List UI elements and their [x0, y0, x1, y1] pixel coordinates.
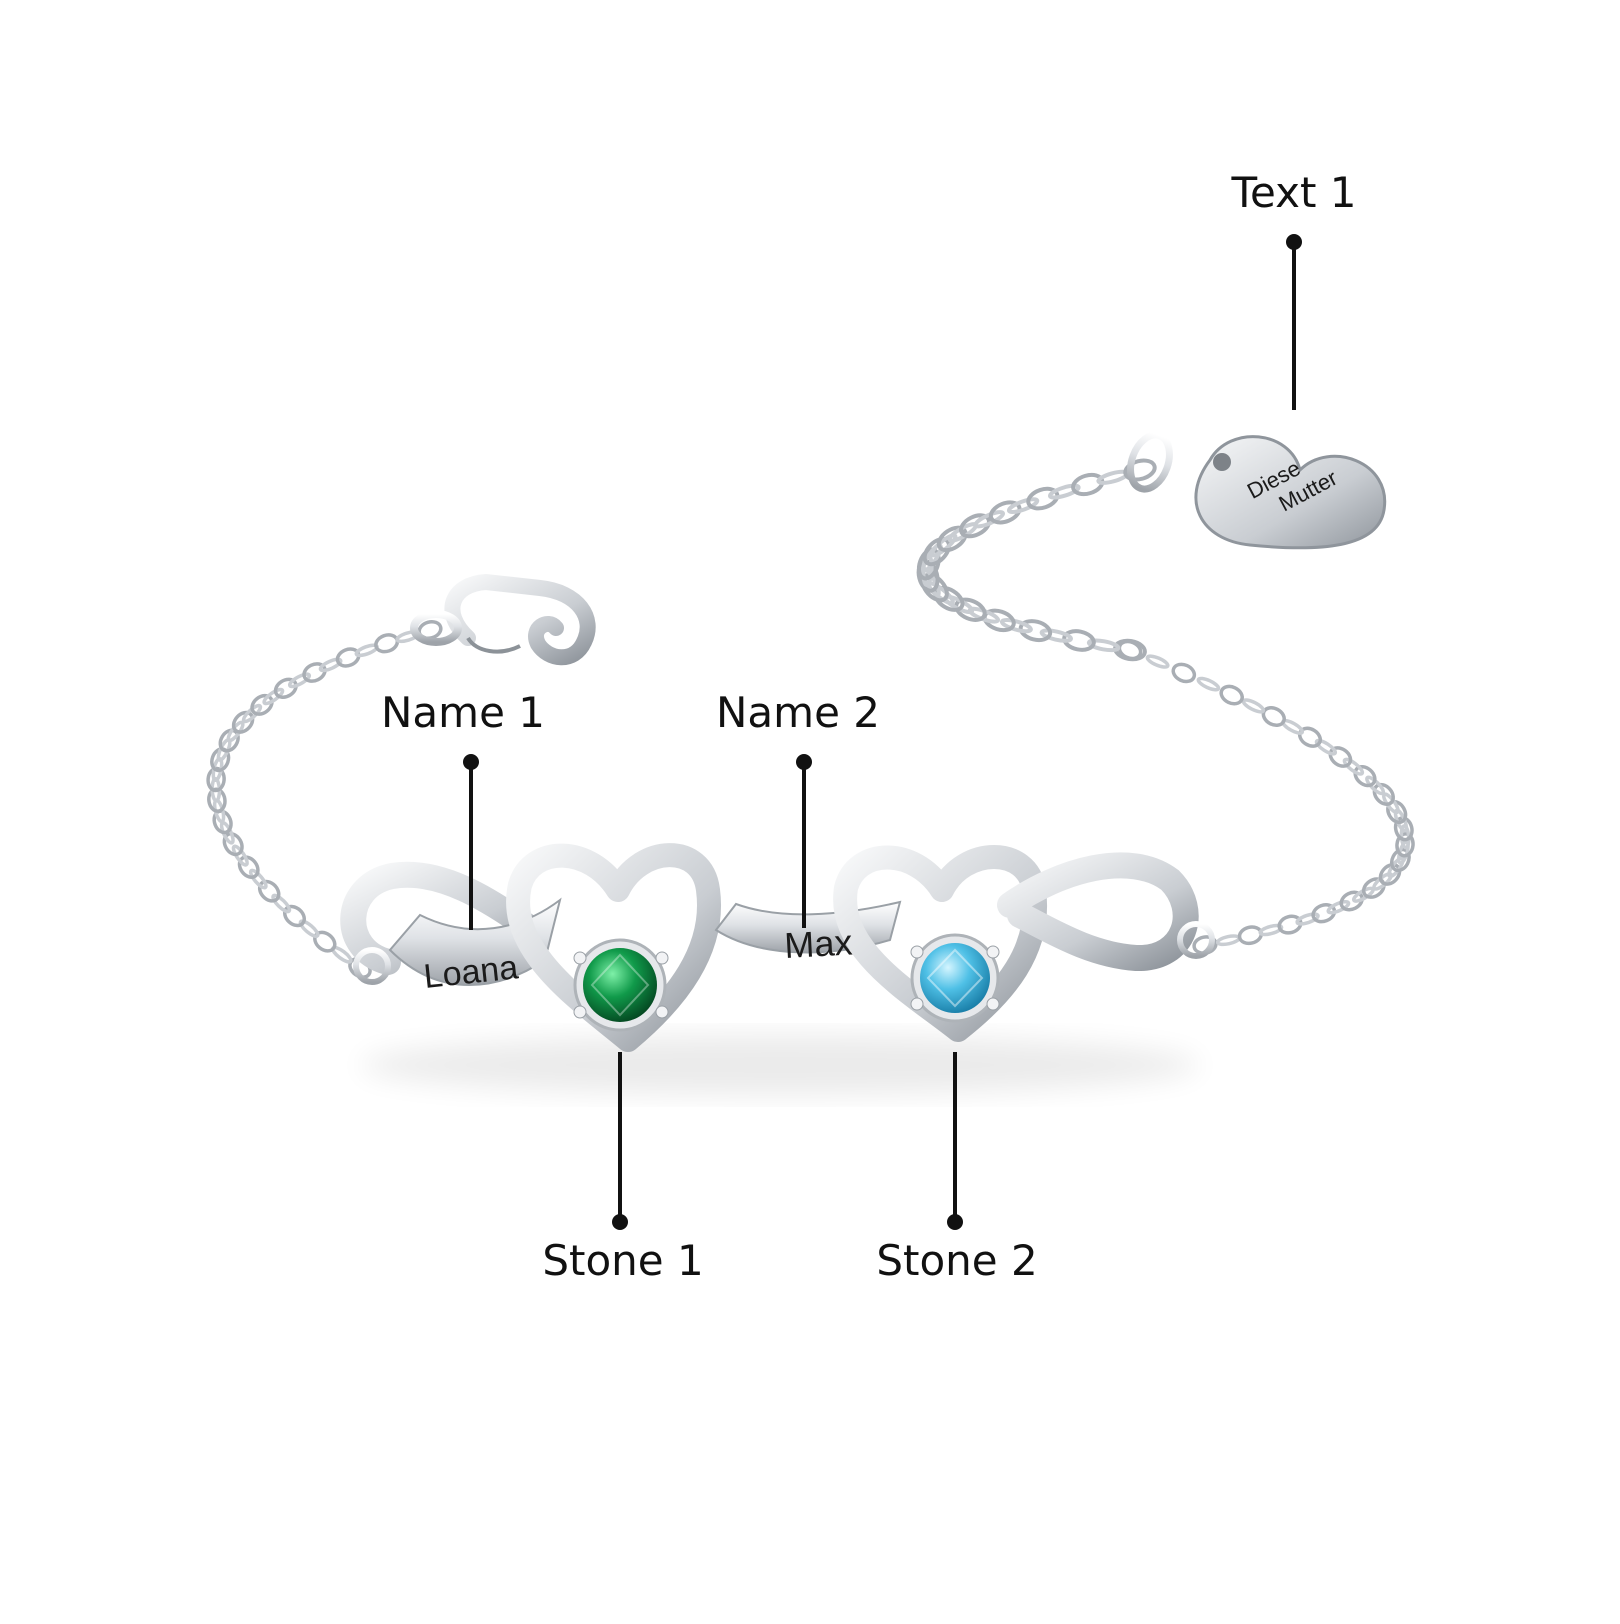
chain-link	[271, 893, 292, 914]
callout-text-1-label: Text 1	[1231, 168, 1357, 217]
chain-link	[1123, 458, 1157, 482]
chain-link	[933, 585, 965, 612]
chain-link	[1071, 472, 1105, 497]
chain-link	[1237, 925, 1264, 946]
chain-link	[1241, 698, 1266, 714]
chain-link	[248, 868, 268, 890]
chain-link	[988, 500, 1022, 525]
chain-link	[1145, 654, 1170, 669]
chain-link	[1372, 782, 1395, 806]
chain-link	[1196, 676, 1221, 692]
chain-link	[231, 710, 255, 734]
chain-link	[1342, 757, 1365, 776]
chain-link	[1086, 638, 1121, 653]
chain-link	[1328, 746, 1353, 768]
chain-link	[1314, 738, 1338, 756]
chain-link	[231, 844, 249, 867]
chain-link	[1047, 483, 1081, 500]
chain-link	[1326, 899, 1351, 915]
chain-link	[1215, 934, 1241, 947]
chain-link	[922, 537, 951, 567]
chain-link	[1311, 903, 1337, 924]
chain-link	[1277, 914, 1303, 935]
chain-link	[1378, 862, 1402, 886]
callout-stone-1-label: Stone 1	[542, 1236, 704, 1285]
callout-stone-2-label: Stone 2	[876, 1236, 1038, 1285]
chain-link	[335, 647, 361, 668]
chain-link	[958, 513, 992, 539]
chain-link	[1062, 629, 1096, 652]
chain-link	[1339, 890, 1364, 912]
chain-link	[273, 677, 298, 699]
chain-link	[287, 672, 312, 689]
chain-link	[1113, 638, 1147, 662]
chain-link	[374, 633, 400, 654]
chain-link	[1018, 619, 1053, 643]
chain-link	[1219, 684, 1244, 706]
chain-left	[206, 619, 443, 979]
chain-link	[298, 919, 320, 939]
callout-name-2-label: Name 2	[716, 688, 880, 737]
chain-link	[257, 879, 281, 903]
chain-link	[1006, 497, 1040, 515]
callout-name-1-pointer	[463, 754, 479, 930]
chain-right	[1117, 639, 1415, 955]
callout-name-2-pointer	[796, 754, 812, 928]
chain-link	[1295, 912, 1320, 926]
callout-stone-2-pointer	[947, 1052, 963, 1230]
chain-link	[1389, 847, 1411, 873]
chain-link	[1353, 764, 1377, 788]
chain-link	[318, 657, 343, 673]
engraving-name-2: Max	[783, 921, 853, 966]
chain-link	[262, 687, 285, 706]
callout-stone-1-pointer	[612, 1052, 628, 1230]
chain-link	[936, 525, 968, 553]
extender-chain	[916, 458, 1157, 662]
chain-link	[1258, 923, 1284, 937]
infinity-hearts-pendant: Loana Max	[340, 843, 1215, 1052]
callout-text-1-pointer	[1286, 234, 1302, 410]
chain-link	[250, 693, 274, 716]
chain-link	[1395, 832, 1415, 858]
chain-link	[999, 617, 1033, 634]
lobster-clasp	[410, 573, 596, 666]
chain-link	[1393, 816, 1414, 842]
chain-link	[954, 597, 987, 622]
chain-link	[241, 703, 263, 724]
chain-link	[1039, 628, 1073, 643]
chain-link	[973, 510, 1006, 529]
chain-link	[1026, 486, 1060, 511]
chain-link	[237, 855, 260, 879]
chain-link	[302, 662, 327, 683]
chain-link	[282, 904, 307, 928]
heart-tag-charm: Diese Mutter	[1127, 431, 1387, 550]
stone-2-gem	[910, 933, 1000, 1023]
chain-link	[1171, 662, 1197, 684]
chain-link	[1365, 775, 1386, 796]
pendant-shadow	[360, 1035, 1200, 1095]
chain-link	[222, 832, 244, 857]
callout-name-1-label: Name 1	[381, 688, 545, 737]
stone-1-gem	[573, 938, 669, 1032]
